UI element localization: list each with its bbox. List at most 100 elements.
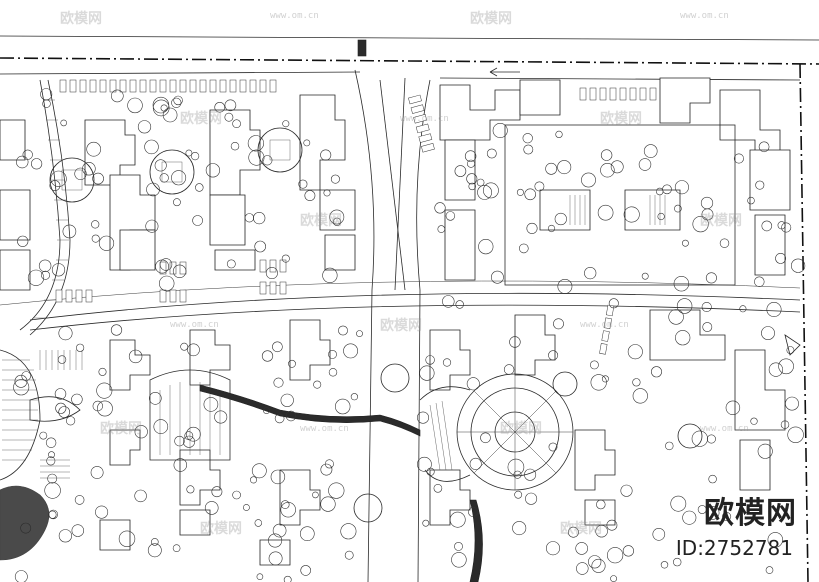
tree-symbol bbox=[134, 489, 147, 503]
tree-symbol bbox=[555, 130, 563, 138]
tree-symbol bbox=[606, 547, 624, 564]
tree-symbol bbox=[332, 217, 342, 226]
trees bbox=[13, 88, 806, 582]
tree-symbol bbox=[545, 541, 560, 556]
tree-symbol bbox=[425, 355, 435, 365]
tree-symbol bbox=[281, 254, 290, 263]
tree-symbol bbox=[74, 495, 85, 505]
tree-symbol bbox=[466, 159, 475, 168]
tree-symbol bbox=[30, 158, 43, 170]
buildings-upper-left bbox=[0, 94, 356, 291]
tree-symbol bbox=[328, 482, 345, 499]
tree-symbol bbox=[57, 355, 67, 364]
tree-symbol bbox=[545, 162, 558, 175]
semicircular-plaza bbox=[149, 369, 231, 461]
tree-symbol bbox=[147, 543, 162, 558]
tree-symbol bbox=[670, 495, 687, 512]
tree-symbol bbox=[548, 442, 558, 452]
tree-symbol bbox=[55, 402, 67, 414]
tree-symbol bbox=[632, 388, 648, 404]
tree-symbol bbox=[184, 431, 194, 441]
tree-symbol bbox=[557, 160, 572, 175]
tree-symbol bbox=[608, 298, 619, 309]
tree-symbol bbox=[186, 485, 195, 494]
tree-symbol bbox=[280, 502, 296, 518]
tree-symbol bbox=[91, 234, 100, 243]
tree-symbol bbox=[149, 391, 162, 405]
tree-symbol bbox=[449, 511, 466, 528]
tree-symbol bbox=[733, 153, 744, 164]
tree-symbol bbox=[534, 181, 545, 192]
tree-symbol bbox=[702, 322, 713, 332]
tree-symbol bbox=[16, 155, 29, 169]
tree-symbol bbox=[298, 179, 308, 189]
tree-symbol bbox=[657, 212, 665, 221]
tree-symbol bbox=[739, 305, 747, 313]
tree-symbol bbox=[356, 330, 363, 337]
tree-symbol bbox=[27, 269, 45, 286]
tree-symbol bbox=[524, 468, 537, 481]
tree-symbol bbox=[304, 190, 316, 201]
tree-symbol bbox=[274, 413, 285, 424]
tree-symbol bbox=[247, 135, 264, 152]
watermark-url: www.om.cn bbox=[300, 424, 349, 434]
tree-symbol bbox=[248, 149, 265, 166]
tree-symbol bbox=[98, 367, 107, 376]
tree-symbol bbox=[548, 350, 559, 361]
tree-symbol bbox=[280, 393, 294, 407]
tree-symbol bbox=[205, 163, 220, 178]
tree-symbol bbox=[419, 365, 435, 381]
tree-symbol bbox=[757, 443, 773, 459]
tree-symbol bbox=[468, 506, 479, 517]
tree-symbol bbox=[697, 505, 707, 514]
river-hatching bbox=[34, 99, 69, 319]
tree-symbol bbox=[14, 374, 28, 388]
tree-symbol bbox=[455, 300, 464, 309]
tree-symbol bbox=[476, 178, 485, 187]
north-arrow bbox=[357, 39, 520, 77]
tree-symbol bbox=[322, 267, 338, 284]
tree-symbol bbox=[442, 358, 452, 367]
feature-tree bbox=[353, 493, 383, 523]
tree-symbol bbox=[172, 264, 187, 278]
tree-symbol bbox=[547, 224, 556, 233]
tree-symbol bbox=[145, 219, 159, 233]
tree-symbol bbox=[623, 206, 640, 223]
tree-symbol bbox=[95, 505, 109, 519]
tree-symbol bbox=[183, 435, 196, 448]
watermark-brand: 欧模网 bbox=[300, 213, 342, 229]
tree-symbol bbox=[643, 144, 658, 158]
tree-symbol bbox=[765, 566, 774, 574]
watermark-url: www.om.cn bbox=[270, 11, 319, 21]
tree-symbol bbox=[300, 565, 312, 576]
tree-symbol bbox=[632, 378, 641, 387]
tree-symbol bbox=[211, 486, 223, 498]
tree-symbol bbox=[553, 318, 564, 330]
tree-symbol bbox=[256, 573, 264, 581]
tree-symbol bbox=[705, 272, 717, 284]
tree-symbol bbox=[187, 343, 200, 357]
tree-symbol bbox=[62, 224, 77, 239]
tree-symbol bbox=[128, 349, 143, 364]
tree-symbol bbox=[282, 120, 290, 128]
tree-symbol bbox=[171, 170, 187, 186]
tree-symbol bbox=[781, 222, 792, 233]
tree-symbol bbox=[595, 524, 608, 538]
tree-symbol bbox=[261, 350, 274, 362]
tree-symbol bbox=[134, 425, 148, 439]
feature-tree bbox=[677, 423, 703, 449]
tree-symbol bbox=[320, 463, 333, 476]
tree-symbol bbox=[303, 139, 311, 147]
tree-symbol bbox=[58, 406, 70, 418]
tree-symbol bbox=[691, 430, 708, 447]
tree-symbol bbox=[97, 400, 113, 417]
watermark-brand: 欧模网 bbox=[380, 318, 422, 334]
tree-symbol bbox=[518, 243, 529, 254]
tree-symbol bbox=[172, 198, 181, 207]
tree-symbol bbox=[38, 259, 52, 272]
tree-symbol bbox=[328, 349, 337, 359]
parking-rows bbox=[55, 79, 657, 355]
tree-symbol bbox=[71, 393, 83, 406]
tree-symbol bbox=[766, 301, 782, 317]
property-boundary bbox=[0, 57, 819, 582]
